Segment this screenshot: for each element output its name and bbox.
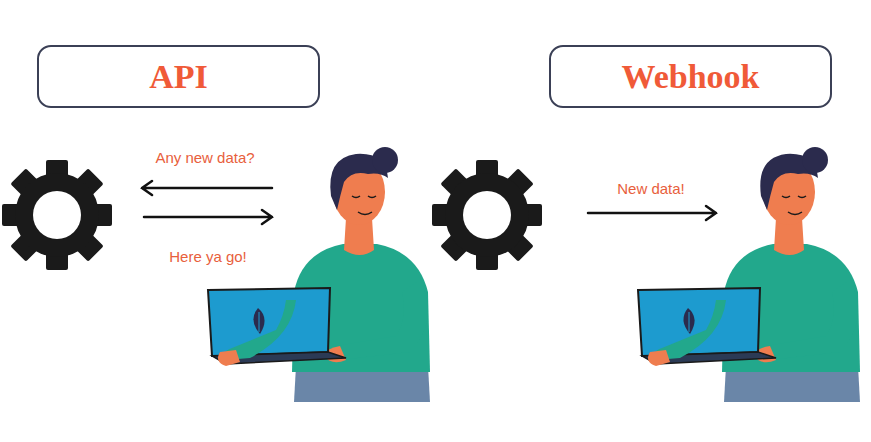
request-arrow bbox=[142, 181, 272, 195]
gear-icon bbox=[2, 160, 112, 270]
person-figure bbox=[208, 147, 430, 402]
arrow-label: Here ya go! bbox=[169, 248, 247, 265]
arrow-label: Any new data? bbox=[155, 149, 254, 166]
push-arrow bbox=[588, 206, 716, 220]
response-arrow bbox=[144, 210, 272, 224]
gear-icon bbox=[432, 160, 542, 270]
header-text: API bbox=[149, 58, 208, 96]
header-text: Webhook bbox=[622, 58, 760, 96]
header-box: Webhook bbox=[549, 45, 832, 108]
header-box: API bbox=[37, 45, 320, 108]
arrow-label: New data! bbox=[617, 180, 685, 197]
